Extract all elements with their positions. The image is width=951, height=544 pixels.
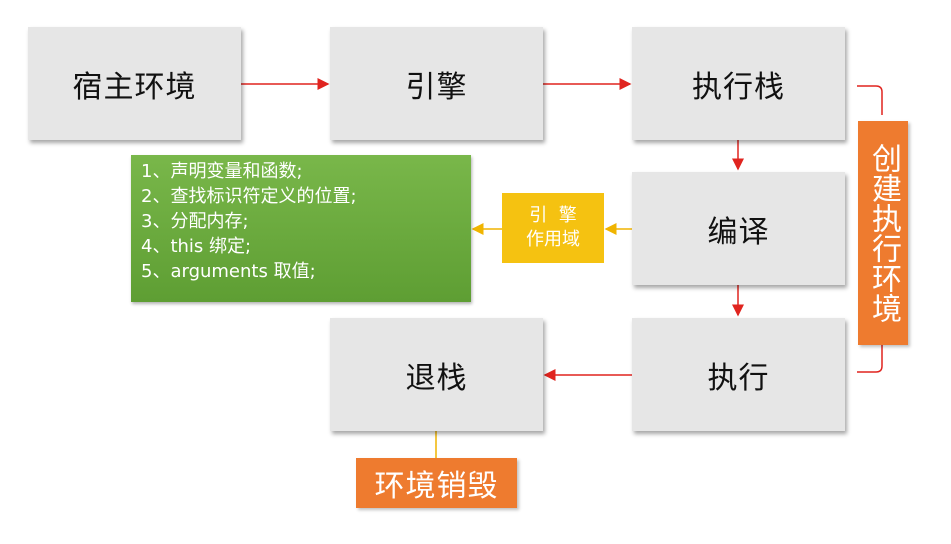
node-compile-label: 编译 [707,214,770,250]
bracket-create-env [857,85,883,115]
destroy-env-text: 环境销毁 [374,469,499,504]
compile-step: 4、this 绑定; [141,236,252,257]
compile-step: 2、查找标识符定义的位置; [141,186,357,207]
node-host-label: 宿主环境 [72,69,197,105]
bracket-create-env-bottom [857,345,883,373]
node-execute: 执行 [632,318,845,431]
node-engine: 引擎 [330,27,543,140]
env-destroy-label: 环境销毁 [356,458,517,508]
node-engine-label: 引擎 [405,69,468,105]
node-exec-label: 执行 [707,360,770,396]
compile-step: 3、分配内存; [141,211,249,232]
node-pop-stack: 退栈 [330,318,543,431]
node-stack-label: 执行栈 [692,69,785,105]
compile-step: 1、声明变量和函数; [141,161,303,182]
node-execution-stack: 执行栈 [632,27,845,140]
node-compile: 编译 [632,172,845,285]
node-pop-label: 退栈 [405,360,468,396]
create-execution-env-label: 创建执行环境 [858,121,908,345]
scope-line-1: 引 擎 [529,205,577,226]
engine-scope-box: 引 擎 作用域 [502,193,604,263]
scope-line-2: 作用域 [526,229,580,250]
compile-step: 5、arguments 取值; [141,261,316,282]
create-env-text: 创建执行环境 [866,143,901,323]
compile-steps-list: 1、声明变量和函数; 2、查找标识符定义的位置; 3、分配内存; 4、this … [131,155,471,302]
node-host-environment: 宿主环境 [28,27,241,140]
